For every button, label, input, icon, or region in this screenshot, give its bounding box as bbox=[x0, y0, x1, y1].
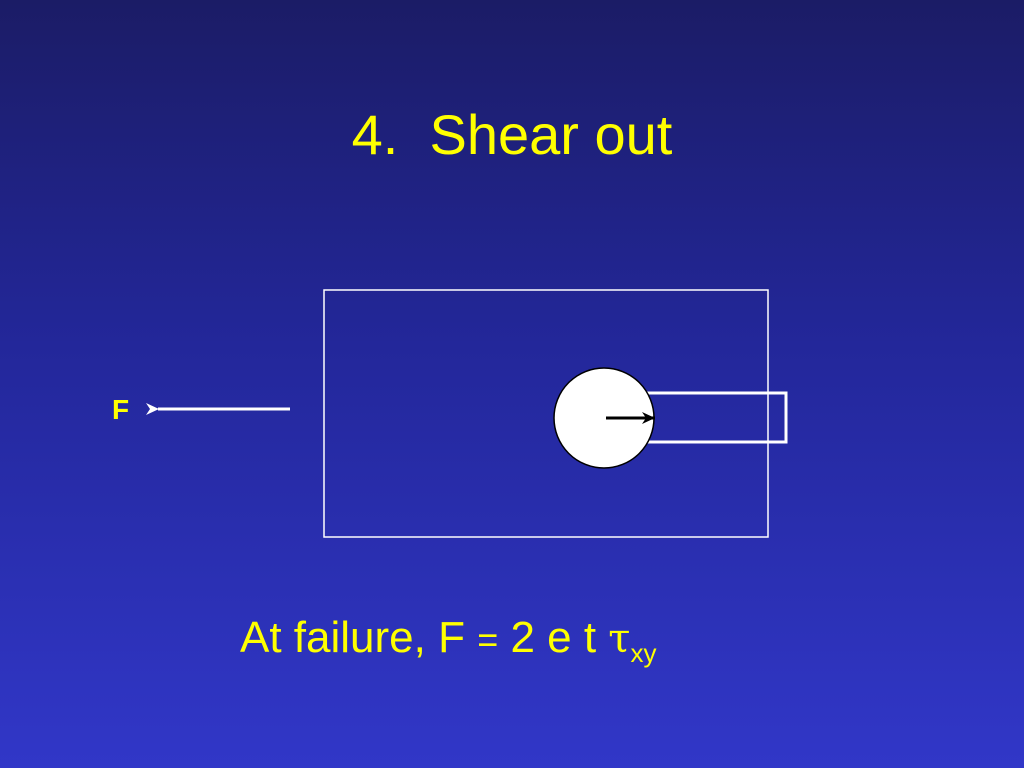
failure-formula: At failure, F = 2 e t τxy bbox=[240, 608, 656, 683]
shear-out-block bbox=[640, 391, 788, 444]
slide-title: 4. Shear out bbox=[351, 103, 673, 166]
formula-prefix: At failure, F bbox=[240, 613, 478, 662]
formula-subscript: xy bbox=[630, 638, 657, 668]
formula-tau: τ bbox=[608, 616, 631, 662]
force-label: F bbox=[112, 394, 130, 425]
formula-terms: 2 e t bbox=[498, 613, 609, 662]
plate-outline bbox=[323, 289, 769, 538]
formula-equals: = bbox=[477, 619, 499, 660]
